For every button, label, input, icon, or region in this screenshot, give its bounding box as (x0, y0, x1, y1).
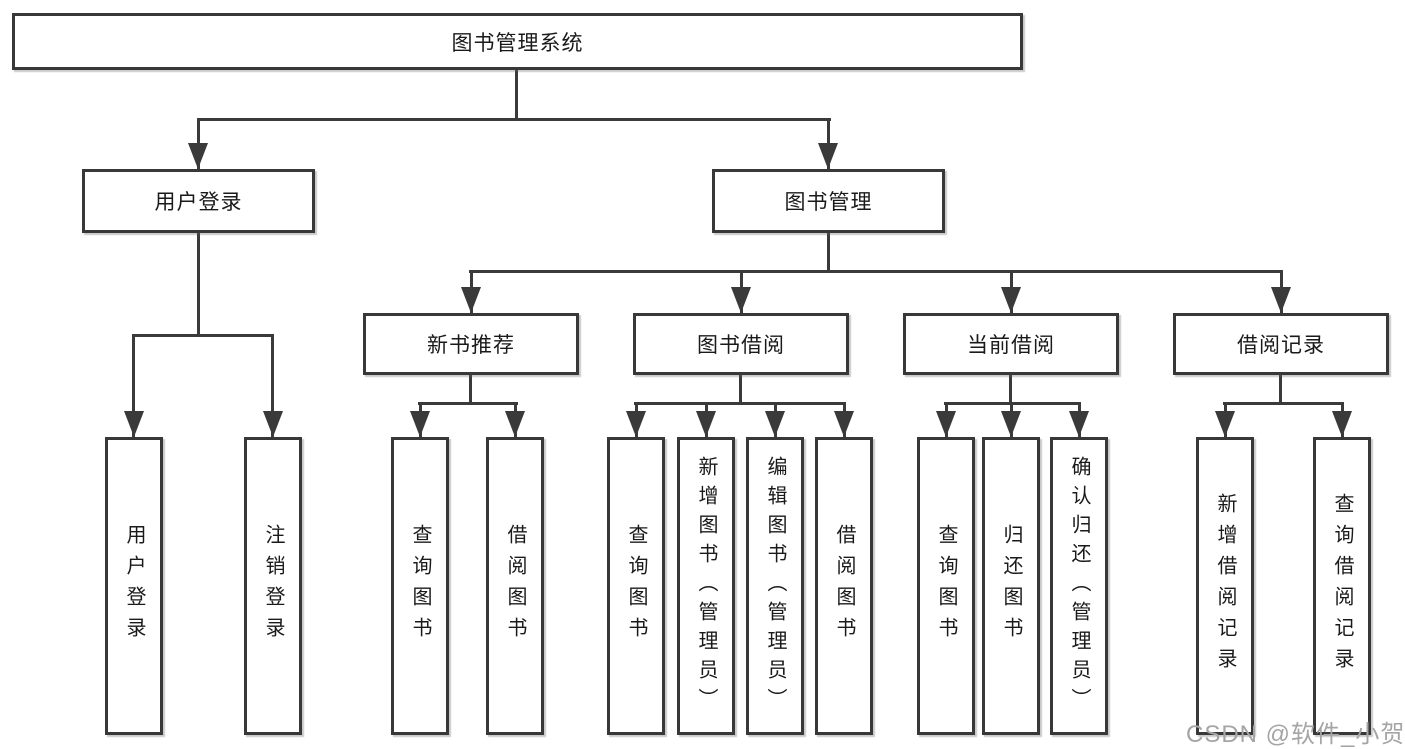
connector-line (271, 334, 274, 437)
connector-arrow-down (818, 143, 838, 169)
node-query-books-under-recommendation: 查询图书 (391, 437, 449, 735)
connector-line (634, 402, 846, 405)
connector-arrow-down (1001, 411, 1021, 437)
connector-arrow-down (410, 411, 430, 437)
connector-line (132, 334, 274, 337)
connector-arrow-down (936, 411, 956, 437)
node-logout-leaf: 注销登录 (244, 437, 302, 735)
connector-arrow-down (696, 411, 716, 437)
node-query-borrowing-record: 查询借阅记录 (1313, 437, 1371, 735)
connector-arrow-down (834, 411, 854, 437)
connector-arrow-down (1215, 411, 1235, 437)
node-edit-book-admin: 编辑图书（管理员） (746, 437, 804, 735)
connector-line (1279, 374, 1282, 405)
connector-arrow-down (461, 287, 481, 313)
connector-arrow-down (731, 287, 751, 313)
node-add-book-admin: 新增图书（管理员） (677, 437, 735, 735)
node-add-borrowing-record: 新增借阅记录 (1196, 437, 1254, 735)
connector-line (1223, 402, 1344, 405)
node-new-book-recommendation: 新书推荐 (363, 313, 579, 375)
connector-arrow-down (1271, 287, 1291, 313)
connector-arrow-down (1069, 411, 1089, 437)
connector-arrow-down (765, 411, 785, 437)
node-book-borrowing: 图书借阅 (633, 313, 849, 375)
node-user-login: 用户登录 (82, 169, 315, 233)
connector-line (739, 374, 742, 405)
connector-arrow-down (626, 411, 646, 437)
connector-line (827, 232, 830, 272)
node-confirm-return-admin: 确认归还（管理员） (1050, 437, 1108, 735)
connector-arrow-down (124, 411, 144, 437)
node-borrow-books-under-borrowing: 借阅图书 (815, 437, 873, 735)
node-borrowing-records: 借阅记录 (1173, 313, 1389, 375)
node-return-books: 归还图书 (982, 437, 1040, 735)
node-query-books-under-borrowing: 查询图书 (607, 437, 665, 735)
connector-line (418, 402, 518, 405)
connector-line (132, 334, 135, 437)
connector-arrow-down (188, 143, 208, 169)
connector-line (197, 118, 831, 121)
connector-arrow-down (1001, 287, 1021, 313)
connector-arrow-down (263, 411, 283, 437)
csdn-watermark: CSDN @软件_小贺同学 (1186, 721, 1405, 748)
node-root: 图书管理系统 (12, 13, 1023, 70)
connector-line (1009, 374, 1012, 405)
connector-line (197, 232, 200, 337)
connector-line (515, 69, 518, 120)
connector-line (469, 374, 472, 405)
node-current-borrowing: 当前借阅 (903, 313, 1119, 375)
node-book-management: 图书管理 (712, 169, 945, 233)
connector-line (469, 270, 1282, 273)
connector-arrow-down (1332, 411, 1352, 437)
connector-arrow-down (505, 411, 525, 437)
node-borrow-books-under-recommendation: 借阅图书 (486, 437, 544, 735)
node-query-books-under-current: 查询图书 (917, 437, 975, 735)
node-user-login-leaf: 用户登录 (105, 437, 163, 735)
